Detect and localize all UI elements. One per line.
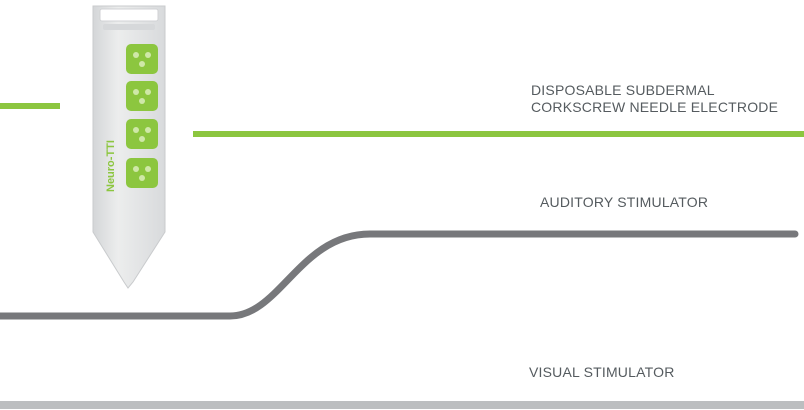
electrode-pad [126, 44, 158, 74]
device-slot [99, 8, 159, 22]
needle-electrode-device: Neuro-TTI [92, 5, 166, 289]
visual-label: VISUAL STIMULATOR [529, 364, 675, 380]
electrode-pad [126, 119, 158, 149]
electrode-label-line2: CORKSCREW NEEDLE ELECTRODE [531, 99, 779, 115]
device-brand-text: Neuro-TTI [105, 140, 117, 192]
electrode-label: DISPOSABLE SUBDERMAL CORKSCREW NEEDLE EL… [531, 82, 778, 116]
electrode-pad [126, 158, 158, 188]
auditory-line [0, 230, 799, 320]
electrode-pad [126, 81, 158, 111]
auditory-label: AUDITORY STIMULATOR [540, 194, 709, 210]
electrode-label-line1: DISPOSABLE SUBDERMAL [531, 82, 715, 98]
